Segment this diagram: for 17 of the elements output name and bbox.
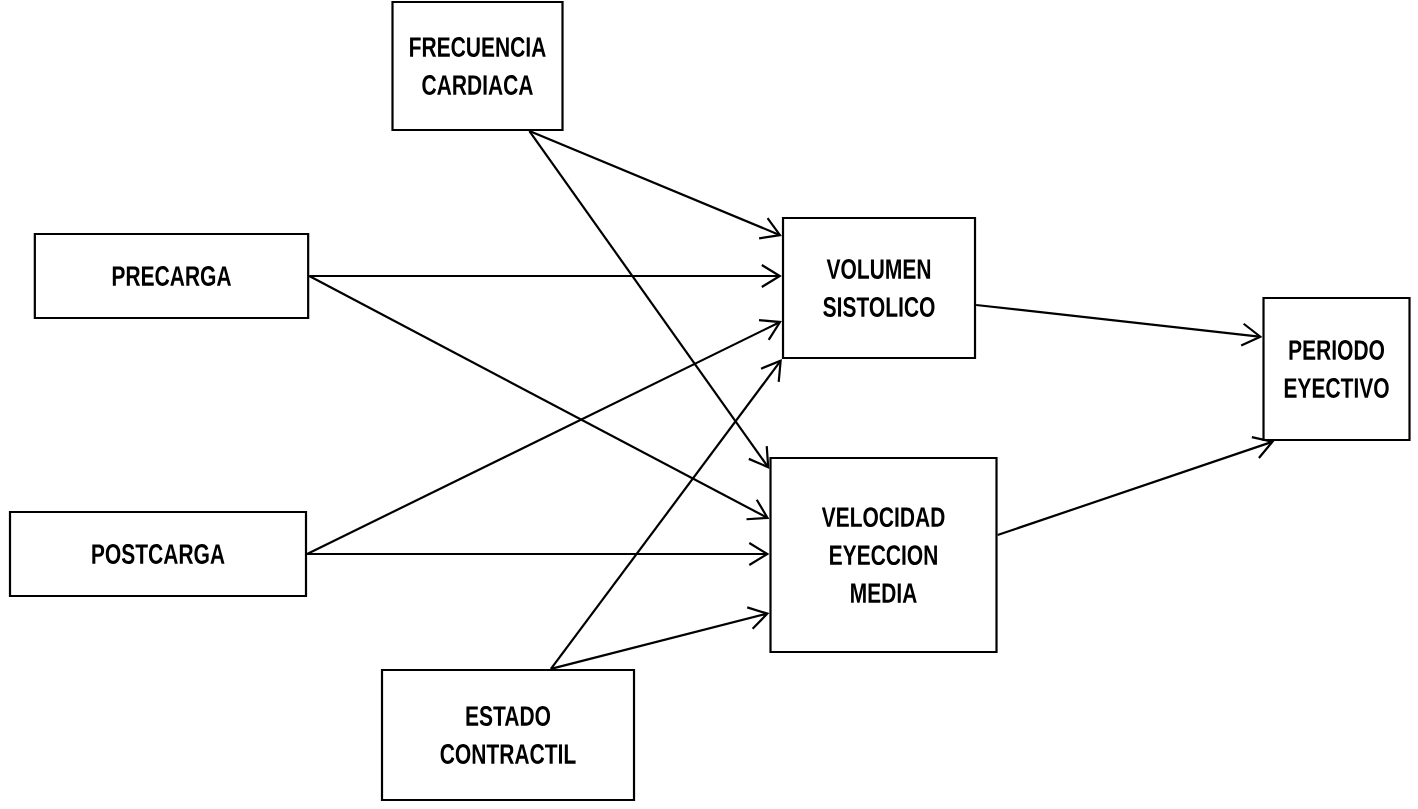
arrow	[997, 436, 1275, 537]
arrow	[309, 264, 782, 288]
arrow	[550, 606, 770, 670]
arrow	[528, 130, 770, 469]
factor-box: PRECARGA	[33, 232, 310, 320]
factor-box: VOLUMEN SISTOLICO	[781, 216, 977, 360]
arrow	[529, 130, 782, 240]
factor-box: POSTCARGA	[8, 510, 308, 598]
arrow	[307, 542, 770, 566]
arrow	[976, 303, 1263, 347]
arrow	[306, 319, 782, 555]
arrow	[550, 359, 782, 670]
factor-box: PERIODO EYECTIVO	[1262, 296, 1411, 442]
factor-box: FRECUENCIA CARDIACA	[391, 0, 564, 132]
arrow	[308, 275, 770, 521]
factor-box: ESTADO CONTRACTIL	[380, 668, 636, 802]
factor-box: VELOCIDAD EYECCION MEDIA	[769, 456, 998, 654]
